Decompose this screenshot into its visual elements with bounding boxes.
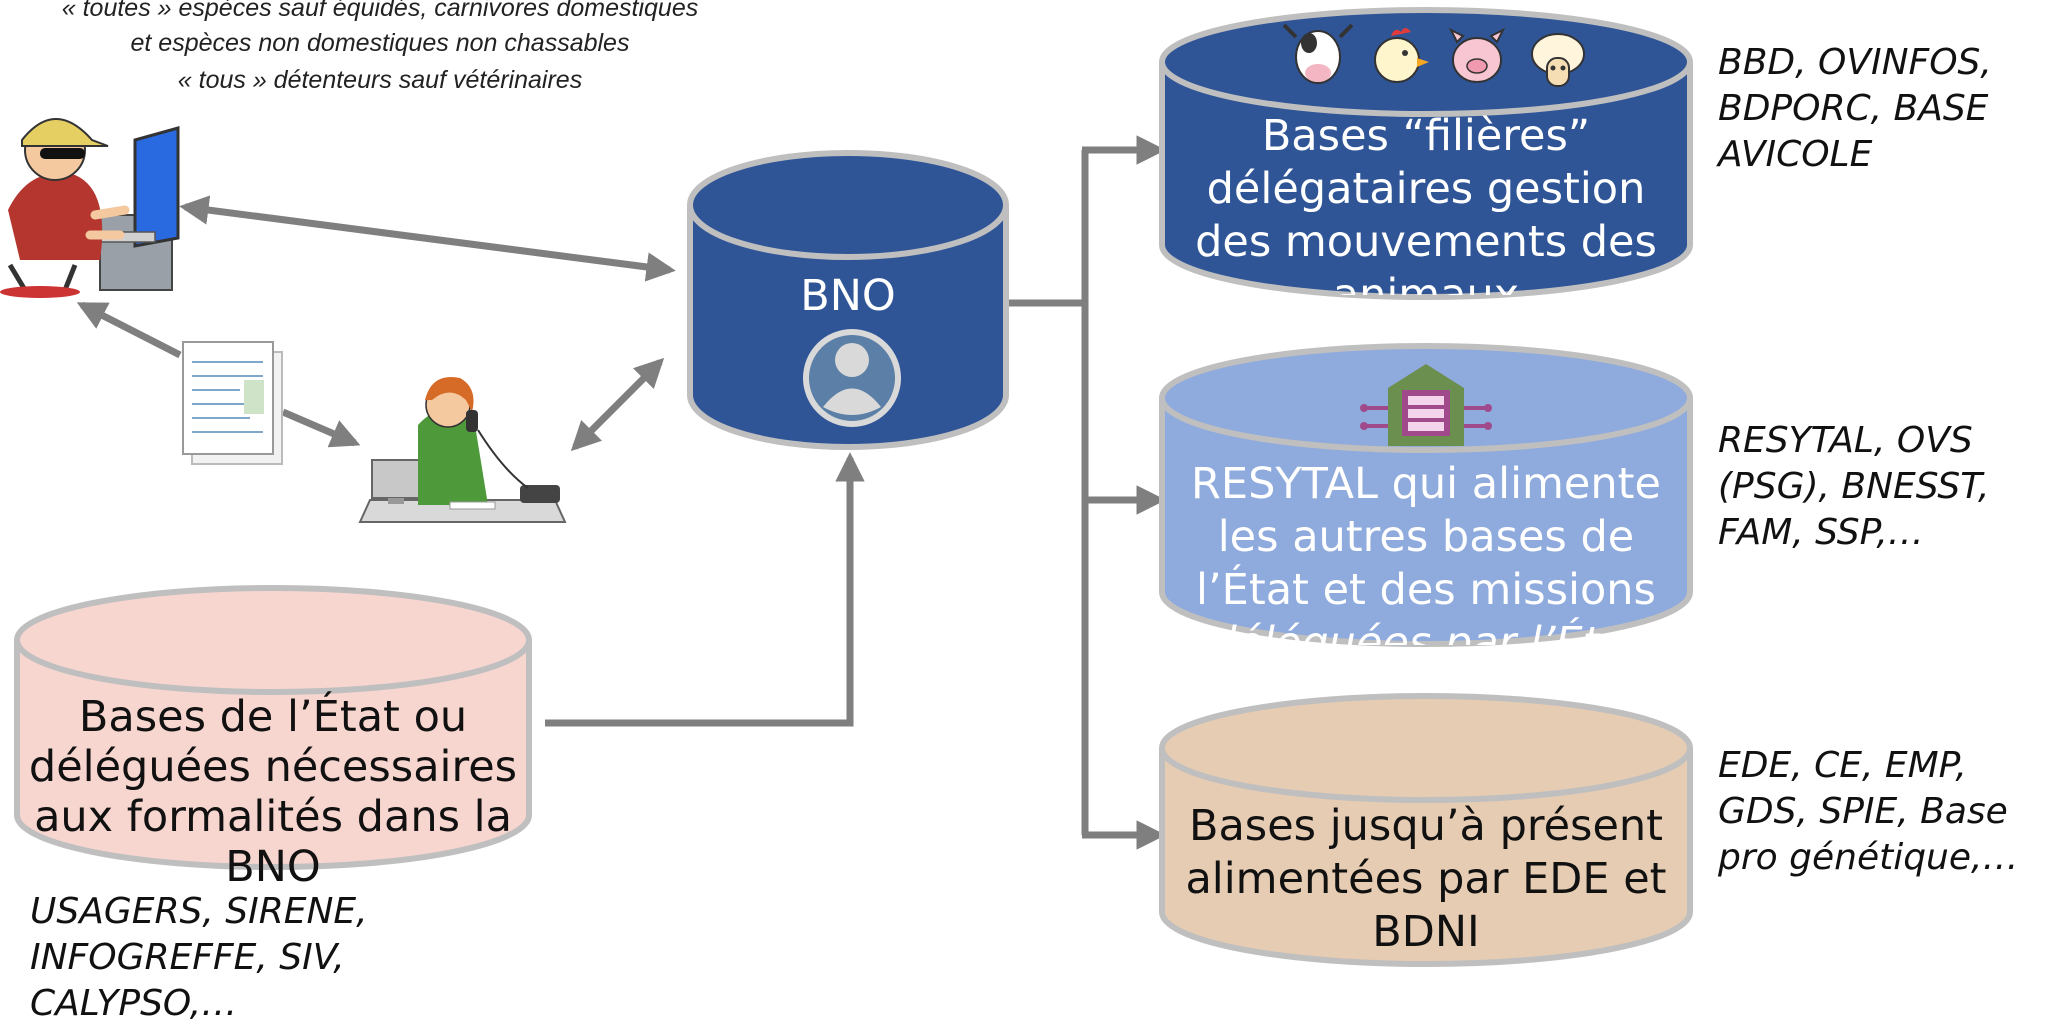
bases-ede-cylinder bbox=[1159, 693, 1693, 967]
bases-filieres-note-line-3: AVICOLE bbox=[1718, 134, 1873, 175]
bases-etat-line-1: Bases de l’État ou bbox=[78, 692, 468, 742]
bases-filieres-line-4: animaux bbox=[1332, 270, 1520, 295]
arrow-form-secretary bbox=[281, 408, 361, 448]
bases-etat-note-line-1: USAGERS, SIRENE, bbox=[30, 891, 368, 932]
pig-icon bbox=[1448, 27, 1506, 83]
bases-etat-note-line-2: INFOGREFFE, SIV, bbox=[30, 937, 345, 978]
resytal-line-2: les autres bases de bbox=[1217, 512, 1635, 562]
bases-ede-line-2: alimentées par EDE et bbox=[1185, 854, 1667, 904]
bases-filieres-line-2: délégataires gestion bbox=[1206, 164, 1646, 214]
cow-icon bbox=[1282, 23, 1354, 84]
bases-ede-note-line-3: pro génétique,… bbox=[1718, 837, 2019, 878]
resytal-line-3: l’État et des missions bbox=[1196, 565, 1656, 615]
resytal-note-line-3: FAM, SSP,… bbox=[1718, 512, 1924, 553]
bases-filieres-line-3: des mouvements des bbox=[1195, 217, 1657, 267]
bases-etat-cylinder bbox=[14, 585, 532, 870]
bases-etat-line-4: BNO bbox=[225, 842, 321, 892]
bases-ede-note-line-1: EDE, CE, EMP, bbox=[1718, 745, 1967, 786]
header-line-2: et espèces non domestiques non chassable… bbox=[130, 29, 630, 57]
resytal-note-line-2: (PSG), BNESST, bbox=[1718, 466, 1990, 507]
arrow-hacker-bno bbox=[179, 195, 676, 282]
arrow-bases-etat-bno bbox=[545, 452, 865, 727]
bases-ede-note: EDE, CE, EMP, GDS, SPIE, Base pro généti… bbox=[1718, 743, 2018, 881]
bases-ede-label: Bases jusqu’à présent alimentées par EDE… bbox=[1185, 800, 1667, 959]
bases-filieres-note-line-1: BBD, OVINFOS, bbox=[1718, 42, 1992, 83]
bases-ede-line-1: Bases jusqu’à présent bbox=[1188, 801, 1664, 851]
resytal-note: RESYTAL, OVS (PSG), BNESST, FAM, SSP,… bbox=[1718, 418, 1989, 556]
resytal-line-1: RESYTAL qui alimente bbox=[1191, 459, 1661, 509]
bases-etat-line-3: aux formalités dans la bbox=[34, 792, 512, 842]
arrow-form-hacker bbox=[76, 301, 182, 359]
bno-cylinder bbox=[687, 150, 1009, 450]
bases-etat-line-2: déléguées nécessaires bbox=[28, 742, 518, 792]
resytal-line-4: déléguées par l’État bbox=[1209, 618, 1643, 645]
arrow-secretary-bno bbox=[570, 357, 665, 452]
bases-filieres-note-line-2: BDPORC, BASE bbox=[1718, 88, 1989, 129]
header-line-3: « tous » détenteurs sauf vétérinaires bbox=[177, 66, 583, 94]
form-document-icon bbox=[182, 341, 283, 465]
bno-label: BNO bbox=[800, 271, 896, 321]
bases-ede-line-3: BDNI bbox=[1372, 907, 1480, 957]
sheep-icon bbox=[1531, 33, 1585, 87]
connectors bbox=[76, 135, 1166, 850]
bases-etat-note-line-3: CALYPSO,… bbox=[30, 983, 238, 1024]
resytal-label: RESYTAL qui alimente les autres bases de… bbox=[1185, 458, 1667, 645]
bases-etat-note: USAGERS, SIRENE, INFOGREFFE, SIV, CALYPS… bbox=[30, 889, 368, 1027]
resytal-cylinder bbox=[1159, 343, 1693, 647]
resytal-note-line-1: RESYTAL, OVS bbox=[1718, 420, 1973, 461]
bases-filieres-label: Bases “filières” délégataires gestion de… bbox=[1185, 110, 1667, 295]
secretary-phone-illustration bbox=[358, 376, 567, 523]
chicken-icon bbox=[1374, 28, 1429, 83]
hacker-user-illustration bbox=[0, 118, 180, 298]
bases-etat-label: Bases de l’État ou déléguées nécessaires… bbox=[25, 692, 521, 892]
header-line-1: « toutes » espèces sauf équidés, carnivo… bbox=[61, 0, 699, 22]
bases-ede-note-line-2: GDS, SPIE, Base bbox=[1718, 791, 2008, 832]
bases-filieres-note: BBD, OVINFOS, BDPORC, BASE AVICOLE bbox=[1718, 40, 1992, 178]
bases-filieres-cylinder bbox=[1159, 7, 1693, 300]
bases-filieres-line-1: Bases “filières” bbox=[1261, 111, 1591, 161]
server-icon bbox=[1360, 364, 1492, 446]
user-icon bbox=[803, 329, 901, 427]
